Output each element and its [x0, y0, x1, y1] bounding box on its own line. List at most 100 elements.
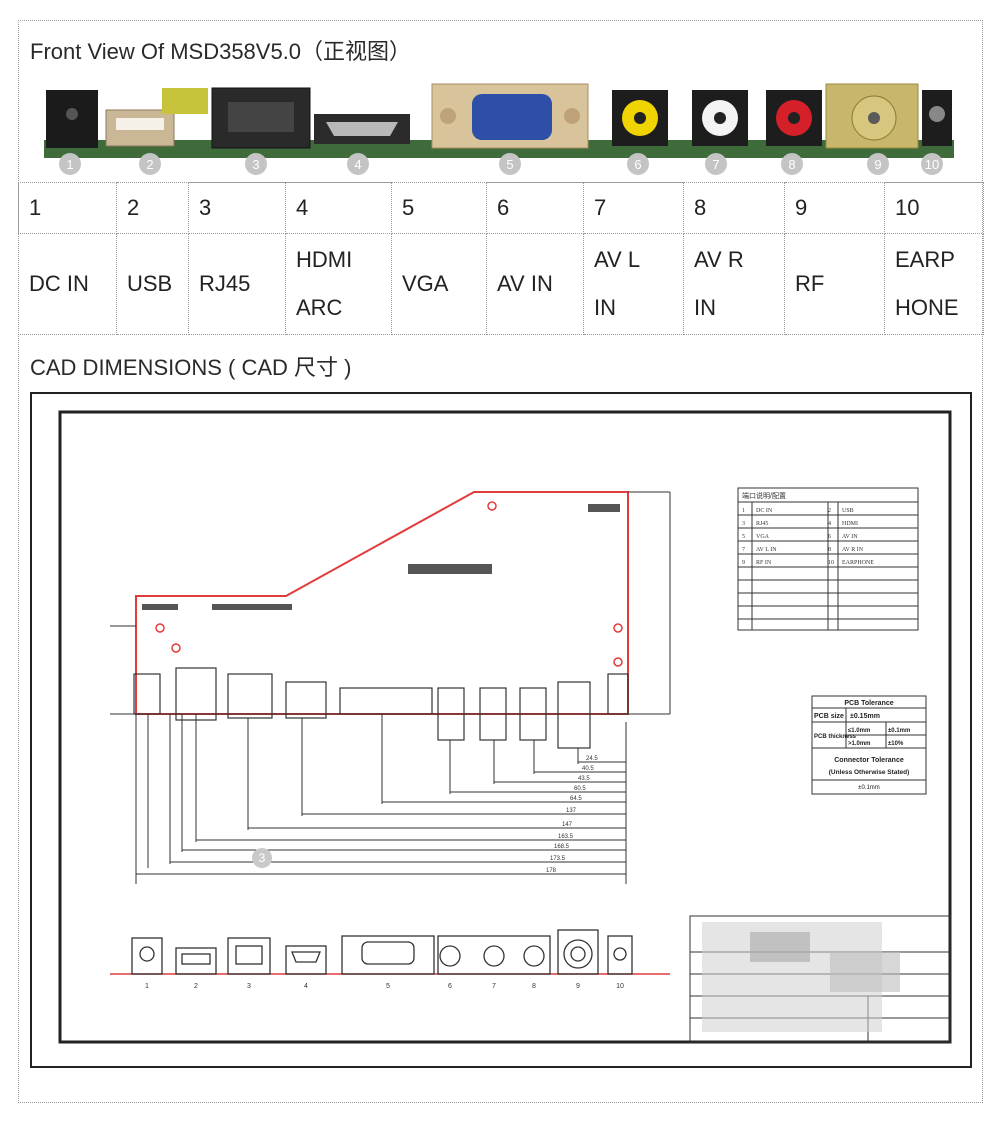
bottom-view-number: 7 [492, 983, 496, 990]
port-label-7: AV L IN [583, 233, 684, 335]
svg-text:>1.0mm: >1.0mm [848, 741, 871, 747]
svg-text:3: 3 [259, 851, 266, 865]
ports-label-row: DC IN USB RJ45 HDMI ARC VGA AV IN AV L IN AV R IN R… [18, 233, 984, 335]
port-label-9: RF [784, 233, 885, 335]
cad-outer-border [30, 392, 972, 1068]
interface-table-cell: 4 [828, 521, 831, 527]
interface-table-cell: RF IN [756, 560, 772, 566]
svg-text:3: 3 [252, 157, 259, 172]
interface-table-cell: 5 [742, 534, 745, 540]
port-number-8: 8 [683, 182, 785, 234]
svg-text:≤1.0mm: ≤1.0mm [848, 728, 870, 734]
av-l-connector [692, 90, 748, 146]
dimension-label: 64.5 [570, 796, 582, 802]
interface-table-cell: HDMI [842, 521, 858, 527]
earphone-connector [922, 90, 952, 146]
port-label-line: RF [795, 271, 825, 296]
port-label-line: AV L [594, 247, 641, 272]
tolerance-table: PCB Tolerance PCB size ±0.15mm PCB thick… [811, 695, 927, 795]
photo-badge-3: 3 [245, 153, 267, 175]
dc-in-connector [46, 90, 98, 148]
port-label-line: VGA [402, 271, 449, 296]
port-label-10: EARP HONE [884, 233, 984, 335]
port-label-1: DC IN [18, 233, 117, 335]
cad-drawing: 24.540.543.560.564.5137147163.5168.5173.… [30, 392, 972, 1068]
interface-table-cell: AV IN [842, 534, 858, 540]
dimension-lines [135, 714, 627, 884]
dimension-label: 43.5 [578, 776, 590, 782]
port-number-5: 5 [391, 182, 487, 234]
port-label-line: HONE [895, 295, 959, 320]
svg-text:(Unless Otherwise Stated): (Unless Otherwise Stated) [829, 769, 910, 776]
port-label-line: DC IN [29, 271, 89, 296]
photo-badge-4: 4 [347, 153, 369, 175]
interface-table-cell: DC IN [756, 508, 773, 514]
interface-table-cell: EARPHONE [842, 560, 874, 566]
port-label-line: IN [694, 295, 716, 320]
svg-text:4: 4 [354, 157, 361, 172]
photo-badge-9: 9 [867, 153, 889, 175]
port-label-3: RJ45 [188, 233, 286, 335]
photo-badge-8: 8 [781, 153, 803, 175]
photo-badge-5: 5 [499, 153, 521, 175]
av-in-connector [612, 90, 668, 146]
rj45-connector [211, 87, 311, 149]
svg-text:1: 1 [66, 157, 73, 172]
port-label-line: USB [127, 271, 173, 296]
interface-table-cell: 2 [828, 508, 831, 514]
svg-text:端口说明/配置: 端口说明/配置 [742, 491, 786, 500]
port-label-line: IN [594, 295, 616, 320]
svg-text:±0.15mm: ±0.15mm [850, 713, 880, 720]
dimension-label: 24.5 [586, 756, 598, 762]
port-label-8: AV R IN [683, 233, 785, 335]
svg-text:±0.1mm: ±0.1mm [858, 785, 880, 791]
bottom-view-number: 9 [576, 983, 580, 990]
svg-text:9: 9 [874, 157, 881, 172]
interface-table-cell: USB [842, 508, 854, 514]
rf-connector [825, 83, 919, 149]
vga-connector [431, 83, 589, 149]
dimension-label: 40.5 [582, 766, 594, 772]
bottom-view-number: 1 [145, 983, 149, 990]
cad-inner-border [58, 410, 952, 1044]
port-number-10: 10 [884, 182, 984, 234]
dimension-labels: 24.540.543.560.564.5137147163.5168.5173.… [546, 756, 598, 874]
bottom-view-number: 8 [532, 983, 536, 990]
svg-text:PCB size: PCB size [814, 713, 844, 720]
port-label-line: EARP [895, 247, 955, 272]
svg-text:Connector Tolerance: Connector Tolerance [834, 757, 904, 764]
dimension-label: 173.5 [550, 856, 566, 862]
bottom-view-number: 6 [448, 983, 452, 990]
port-label-line: AV R [694, 247, 744, 272]
svg-text:2: 2 [146, 157, 153, 172]
svg-text:PCB thickness: PCB thickness [814, 734, 857, 740]
port-label-line: ARC [296, 295, 343, 320]
pin-headers [142, 504, 620, 610]
page-frame [18, 20, 983, 1103]
photo-badge-7: 7 [705, 153, 727, 175]
interface-table-cell: AV R IN [842, 547, 864, 553]
interface-table-cell: 6 [828, 534, 831, 540]
interface-table-cell: RJ45 [756, 521, 768, 527]
port-number-3: 3 [188, 182, 286, 234]
dimension-label: 147 [562, 822, 573, 828]
port-label-line: HDMI [296, 247, 353, 272]
photo-badge-1: 1 [59, 153, 81, 175]
interface-table-cell: 7 [742, 547, 745, 553]
interface-table-cell: AV L IN [756, 547, 777, 553]
svg-text:PCB Tolerance: PCB Tolerance [844, 700, 893, 707]
interface-table-cell: VGA [756, 534, 770, 540]
bottom-view-number: 4 [304, 983, 308, 990]
mounting-holes [155, 501, 623, 667]
port-number-9: 9 [784, 182, 885, 234]
svg-text:5: 5 [506, 157, 513, 172]
bottom-view-number: 5 [386, 983, 390, 990]
bottom-view-number: 10 [616, 983, 624, 990]
svg-text:7: 7 [712, 157, 719, 172]
interface-table-cell: 1 [742, 508, 745, 514]
cad-title: CAD DIMENSIONS ( CAD 尺寸 ) [30, 355, 352, 380]
svg-text:±10%: ±10% [888, 741, 904, 747]
port-label-6: AV IN [486, 233, 584, 335]
